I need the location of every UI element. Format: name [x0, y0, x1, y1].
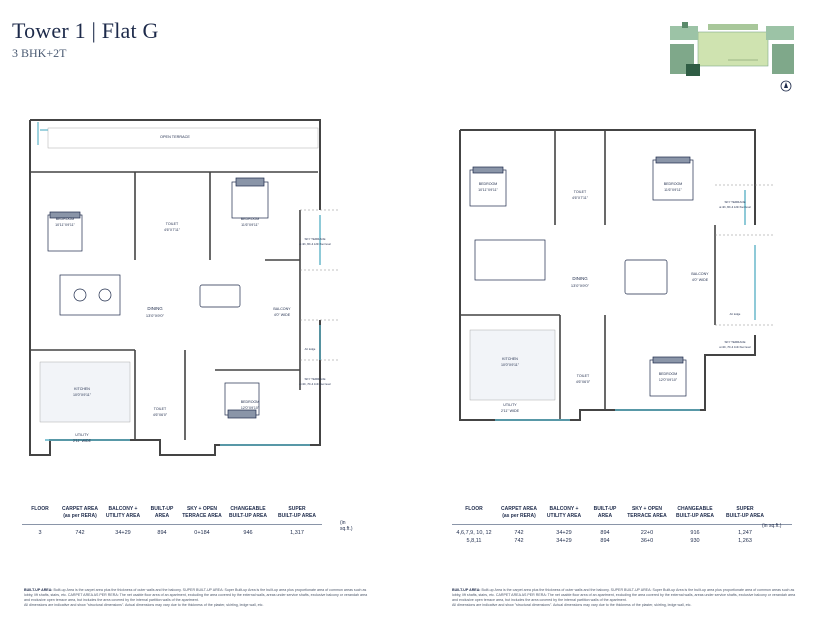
room-label-kitchen: KITCHEN — [502, 357, 518, 361]
table-header: FLOOR CARPET AREA (as per RERA) BALCONY … — [22, 506, 322, 525]
ac-ledge-label: AC ledge — [305, 347, 316, 351]
room-size-toilet-2: 4'6"X6'0" — [153, 413, 168, 417]
footnote-text: Built-up Area is the carpet area plus th… — [24, 588, 368, 602]
room-label-kitchen: KITCHEN — [74, 387, 90, 391]
room-size-kitchen: 10'0"X9'11" — [73, 393, 92, 397]
table-cell: 894 894 — [600, 530, 610, 544]
footnote-note: All dimensions are indicative and show "… — [24, 603, 264, 607]
unit-label: (in sq.ft.) — [762, 523, 782, 529]
footnote-right: BUILT-UP AREA: Built-up Area is the carp… — [452, 588, 802, 608]
footnote-note: All dimensions are indicative and show "… — [452, 603, 692, 607]
column-header: CARPET AREA (as per RERA) — [62, 506, 98, 519]
room-label-sky-terrace-1: SKY TERRACE — [304, 237, 325, 241]
room-label-toilet-2: TOILET — [577, 374, 590, 378]
room-size-bedroom-2: 11'6"X9'11" — [241, 223, 260, 227]
room-label-balcony: BALCONY — [691, 272, 709, 276]
table-cell: 1,317 — [290, 530, 304, 536]
room-label-bedroom-1: BEDROOM — [479, 182, 498, 186]
key-plan — [670, 22, 794, 92]
column-header: SUPER BUILT-UP AREA — [726, 506, 764, 519]
footnote-bold: BUILT-UP AREA: — [452, 588, 481, 592]
room-note-sky-terrace-2: at 4th, 7th & 11th floor level — [719, 345, 751, 349]
column-header: CHANGEABLE BUILT-UP AREA — [676, 506, 714, 519]
room-size-toilet-1: 4'6"X7'11" — [572, 196, 589, 200]
column-header: FLOOR — [465, 506, 483, 512]
room-label-toilet-2: TOILET — [154, 407, 167, 411]
room-label-bedroom-1: BEDROOM — [56, 217, 75, 221]
table-cell: 4,6,7,9, 10, 12 5,8,11 — [456, 530, 492, 544]
table-cell: 34+29 34+29 — [556, 530, 572, 544]
floor-plan-right: BEDROOM 10'11"X9'11" TOILET 4'6"X7'11" B… — [459, 129, 775, 421]
room-label-open-terrace: OPEN TERRACE — [160, 135, 190, 139]
area-table-left: FLOOR CARPET AREA (as per RERA) BALCONY … — [22, 506, 353, 537]
room-size-toilet-2: 4'6"X6'0" — [576, 380, 591, 384]
room-label-utility: UTILITY — [75, 433, 89, 437]
room-label-sky-terrace-2: SKY TERRACE — [304, 377, 325, 381]
table-cell: 894 — [157, 530, 167, 536]
room-size-utility: 2'11" WIDE — [73, 439, 92, 443]
table-row: 4,6,7,9, 10, 12 5,8,11 742 742 34+29 34+… — [452, 525, 792, 545]
page-title: Tower 1 | Flat G — [12, 18, 159, 43]
table-cell: 3 — [38, 530, 42, 536]
footnote-bold: BUILT-UP AREA: — [24, 588, 53, 592]
column-header: CARPET AREA (as per RERA) — [501, 506, 537, 519]
room-size-kitchen: 10'0"X9'11" — [501, 363, 520, 367]
column-header: SUPER BUILT-UP AREA — [278, 506, 316, 519]
room-label-sky-terrace-2: SKY TERRACE — [724, 340, 745, 344]
room-size-bedroom-1: 10'11"X9'11" — [478, 188, 499, 192]
column-header: BALCONY + UTILITY AREA — [546, 506, 582, 519]
ac-ledge-label: AC ledge — [730, 312, 741, 316]
room-note-sky-terrace-1: at 4th, 8th & 12th floor level — [719, 205, 751, 209]
room-label-dining: DINING — [147, 306, 163, 311]
column-header: BUILT-UP AREA — [593, 506, 617, 519]
room-size-balcony: 4'0" WIDE — [274, 313, 291, 317]
room-size-dining: 13'0"X9'0" — [146, 313, 165, 318]
column-header: CHANGEABLE BUILT-UP AREA — [229, 506, 267, 519]
area-table-right: FLOOR CARPET AREA (as per RERA) BALCONY … — [452, 506, 792, 545]
room-label-utility: UTILITY — [503, 403, 517, 407]
room-size-utility: 2'11" WIDE — [501, 409, 520, 413]
room-label-bedroom-3: BEDROOM — [241, 400, 260, 404]
room-label-sky-terrace-1: SKY TERRACE — [724, 200, 745, 204]
room-size-bedroom-3: 12'0"X9'10" — [241, 406, 260, 410]
room-note-sky-terrace-2: at 4th, 7th & 11th floor level — [299, 382, 331, 386]
room-size-dining: 13'0"X9'0" — [571, 283, 590, 288]
floor-plan-left: OPEN TERRACE — [29, 119, 340, 456]
room-size-bedroom-1: 10'11"X9'11" — [55, 223, 76, 227]
room-note-sky-terrace-1: at 4th, 8th & 12th floor level — [299, 242, 331, 246]
room-label-dining: DINING — [572, 276, 588, 281]
column-header: BALCONY + UTILITY AREA — [105, 506, 141, 519]
unit-label: (in sq.ft.) — [340, 520, 353, 532]
table-cell: 1,247 1,263 — [738, 530, 752, 544]
table-cell: 742 — [75, 530, 85, 536]
table-cell: 0+184 — [194, 530, 210, 536]
footnote-left: BUILT-UP AREA: Built-up Area is the carp… — [24, 588, 374, 608]
column-header: FLOOR — [31, 506, 49, 512]
room-size-balcony: 4'0" WIDE — [692, 278, 709, 282]
room-label-bedroom-3: BEDROOM — [659, 372, 678, 376]
table-cell: 34+29 — [115, 530, 131, 536]
room-label-toilet-1: TOILET — [574, 190, 587, 194]
room-size-bedroom-2: 11'6"X9'11" — [664, 188, 683, 192]
room-size-bedroom-3: 12'0"X9'10" — [659, 378, 678, 382]
room-label-bedroom-2: BEDROOM — [241, 217, 260, 221]
table-cell: 22+0 36+0 — [640, 530, 654, 544]
column-header: SKY + OPEN TERRACE AREA — [627, 506, 667, 519]
table-header: FLOOR CARPET AREA (as per RERA) BALCONY … — [452, 506, 792, 525]
unit-type: 3 BHK+2T — [12, 46, 67, 60]
footnote-text: Built-up Area is the carpet area plus th… — [452, 588, 796, 602]
table-cell: 742 742 — [514, 530, 524, 544]
room-label-bedroom-2: BEDROOM — [664, 182, 683, 186]
table-cell: 916 930 — [690, 530, 700, 544]
column-header: BUILT-UP AREA — [150, 506, 174, 519]
column-header: SKY + OPEN TERRACE AREA — [182, 506, 222, 519]
table-cell: 946 — [243, 530, 253, 536]
room-label-balcony: BALCONY — [273, 307, 291, 311]
room-size-toilet-1: 4'6"X7'11" — [164, 228, 181, 232]
room-label-toilet-1: TOILET — [166, 222, 179, 226]
table-row: 3 742 34+29 894 0+184 946 1,317 — [22, 525, 322, 537]
